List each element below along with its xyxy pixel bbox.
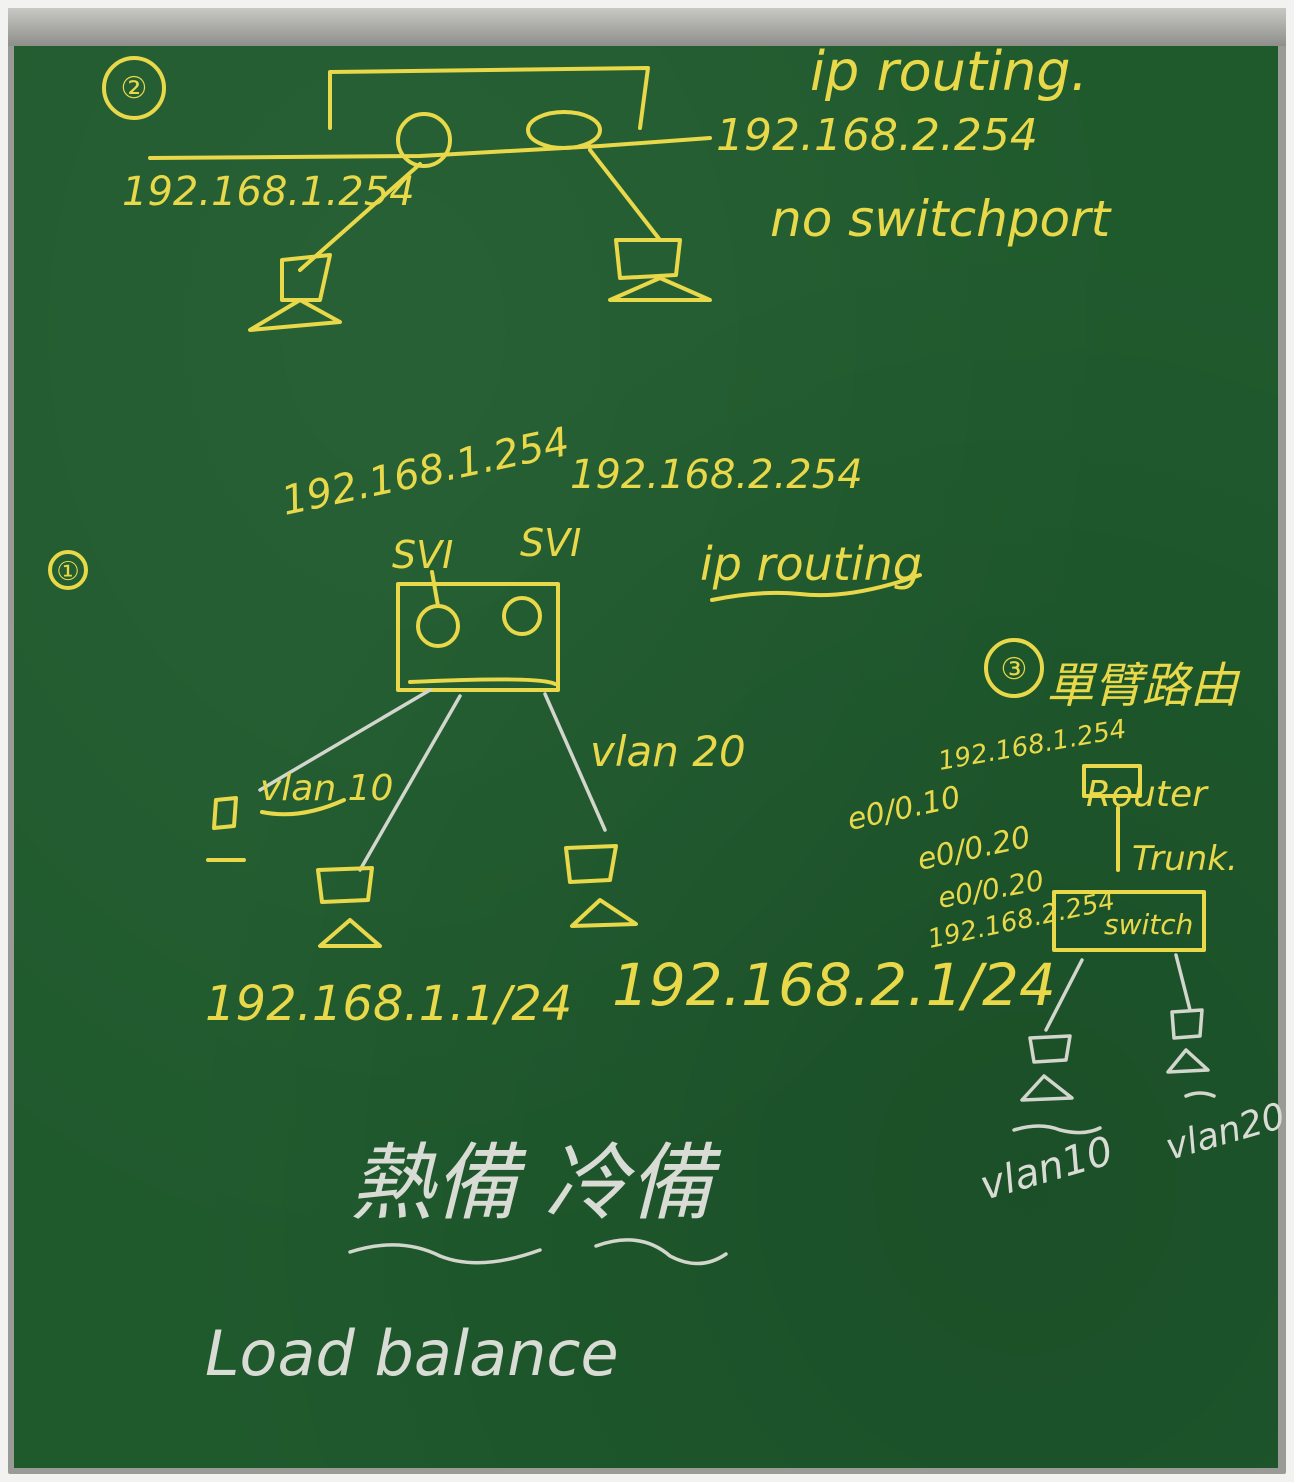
router-box [1082,764,1142,798]
host-vlan20-icon [1166,1008,1210,1074]
host-stub-icon [206,796,246,862]
svi-left-label: SVI [392,533,453,577]
svi-left-pointer [430,570,440,608]
section1-marker-circle [48,550,88,590]
host1-ip: 192.168.1.1/24 [205,976,572,1032]
vlan20-squiggle [1184,1091,1216,1098]
link-right [588,148,662,242]
section3-marker-circle [984,638,1044,698]
section2-marker: ② [121,71,148,106]
section2-no-switchport: no switchport [770,190,1113,248]
section1-ip-right: 192.168.2.254 [570,452,863,498]
vlan10-label: vlan 10 [260,768,393,809]
link-host1 [358,694,462,872]
switch-box [1052,890,1206,952]
switch-ports [408,677,557,686]
section3-if1: e0/0.10 [844,780,963,838]
section2-left-ip: 192.168.1.254 [122,169,415,215]
section2-marker-circle [102,56,166,120]
section1-ip-routing: ip routing [700,537,922,591]
link-vlan20-host [1174,953,1192,1012]
link-vlan10-host [1044,958,1084,1032]
host-right-icon [608,238,712,302]
section1-ip-left: 192.168.1.254 [278,419,574,525]
host-vlan10-icon [1020,1034,1074,1102]
link-vlan10-stub [258,688,432,792]
host2-icon [564,844,638,928]
load-balance: Load balance [205,1317,619,1390]
link-left [298,162,422,272]
vlan20-label: vlan 20 [590,727,746,776]
svi-left-circle [416,604,460,648]
section1-marker: ① [56,557,79,587]
section1-diagram: 192.168.1.254 192.168.2.254 ① SVI SVI ip… [48,419,1056,1032]
host-left-icon [248,253,342,332]
section2-right-ip: 192.168.2.254 [716,110,1038,161]
host2-ip: 192.168.2.1/24 [612,951,1056,1019]
l3-switch-icon [396,582,560,692]
svi-right-circle [502,596,542,636]
vlan10-squiggle [1012,1124,1102,1135]
vlan20-host-label: vlan20 [1161,1096,1290,1169]
vlan10-underline [260,798,346,817]
bottom-notes: 熱備 冷備 Load balance [205,1134,728,1390]
link-host2 [543,692,607,832]
host1-icon [316,866,382,948]
section3-title: 單臂路由 [1046,658,1241,714]
ip-routing-underline [710,573,922,602]
hot-underline [348,1243,542,1265]
svi-right-label: SVI [520,521,581,565]
section3-marker: ③ [1001,652,1028,687]
interface-left-icon [396,112,452,168]
vlan10-host-label: vlan10 [975,1128,1118,1210]
trunk-label: Trunk. [1132,839,1238,879]
blackboard-top-rail [8,8,1286,46]
interface-bar [148,136,712,160]
hot-cold-standby: 熱備 冷備 [350,1134,722,1232]
interface-right-icon [526,110,602,150]
router-label: Router [1086,774,1209,815]
switch-label: switch [1104,908,1193,941]
section2-diagram: ② 192.168.1.254 192.168.2.254 ip routing… [102,40,1113,332]
section3-diagram: ③ 單臂路由 192.168.1.254 e0/0.10 e0/0.20 e0/… [844,638,1290,1210]
cold-underline [594,1238,728,1266]
section2-ip-routing: ip routing. [810,40,1088,103]
router-outline [328,66,650,130]
